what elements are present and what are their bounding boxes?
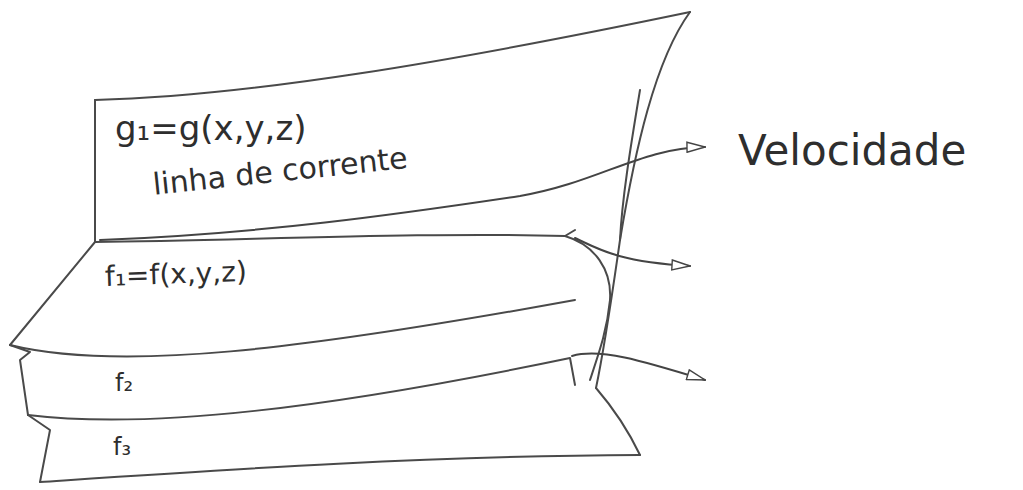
- surface-f2-bottom: [28, 358, 575, 420]
- streamline-label: linha de corrente: [148, 141, 412, 201]
- surface-equation: g₁=g(x,y,z): [112, 110, 310, 147]
- velocity-arrow: [575, 238, 690, 266]
- surface-f1-left: [10, 242, 95, 345]
- surface-f2-left: [10, 345, 30, 415]
- surface-g1-left: [94, 100, 96, 242]
- surface-label: f₃: [110, 434, 134, 460]
- surface-equation: f₁=f(x,y,z): [101, 257, 250, 293]
- surface-f1-bottom: [10, 300, 575, 357]
- surface-g1-right: [596, 12, 690, 388]
- surface-label: f₂: [112, 370, 136, 396]
- surface-g1: [95, 12, 690, 100]
- surface-intersection: [565, 236, 610, 380]
- surface-f3-left: [28, 415, 50, 482]
- velocity-label: Velocidade: [735, 128, 969, 174]
- velocity-arrow: [572, 353, 705, 380]
- surface-intersection: [596, 388, 640, 455]
